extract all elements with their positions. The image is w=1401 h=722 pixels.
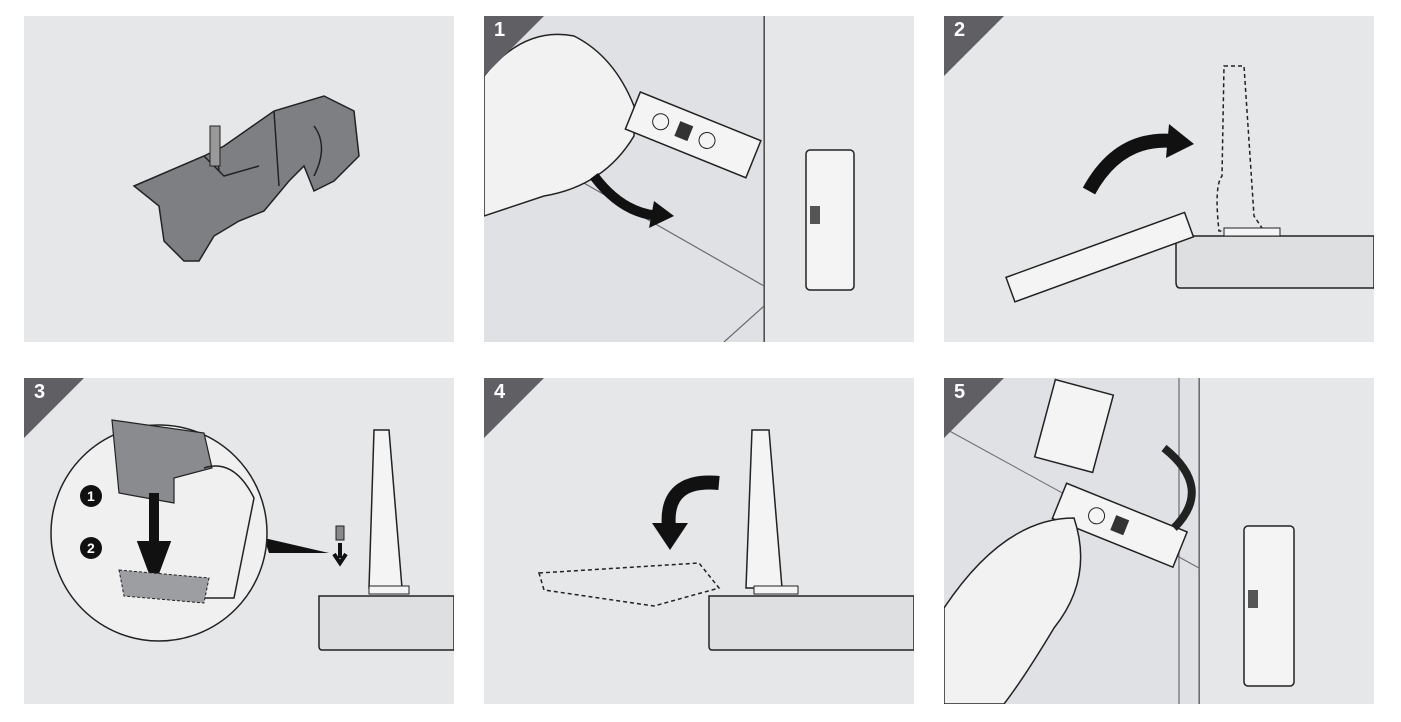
panel-step-1: 1 [484,16,914,342]
panel-step-3: 1 2 3 [24,378,454,704]
step-5-illustration [944,378,1295,704]
step-4-illustration [538,429,914,651]
panel-step-5: 5 [944,378,1374,704]
step-number: 4 [494,381,506,403]
step-badge: 1 [484,16,544,76]
step-3-illustration: 1 2 [50,419,454,651]
step-number: 1 [494,19,506,41]
step-1-illustration [484,16,855,342]
callout-1: 1 [87,488,95,504]
step-number: 2 [954,19,966,41]
panel-step-4: 4 [484,378,914,704]
panel-part [24,16,454,342]
step-number: 3 [34,381,46,403]
step-badge: 2 [944,16,1004,76]
step-2-illustration [1005,65,1374,303]
panel-step-2: 2 [944,16,1374,342]
step-badge: 3 [24,378,84,438]
clip-part-illustration [132,95,360,262]
step-badge: 4 [484,378,544,438]
step-badge: 5 [944,378,1004,438]
step-number: 5 [954,381,966,403]
callout-2: 2 [87,540,95,556]
